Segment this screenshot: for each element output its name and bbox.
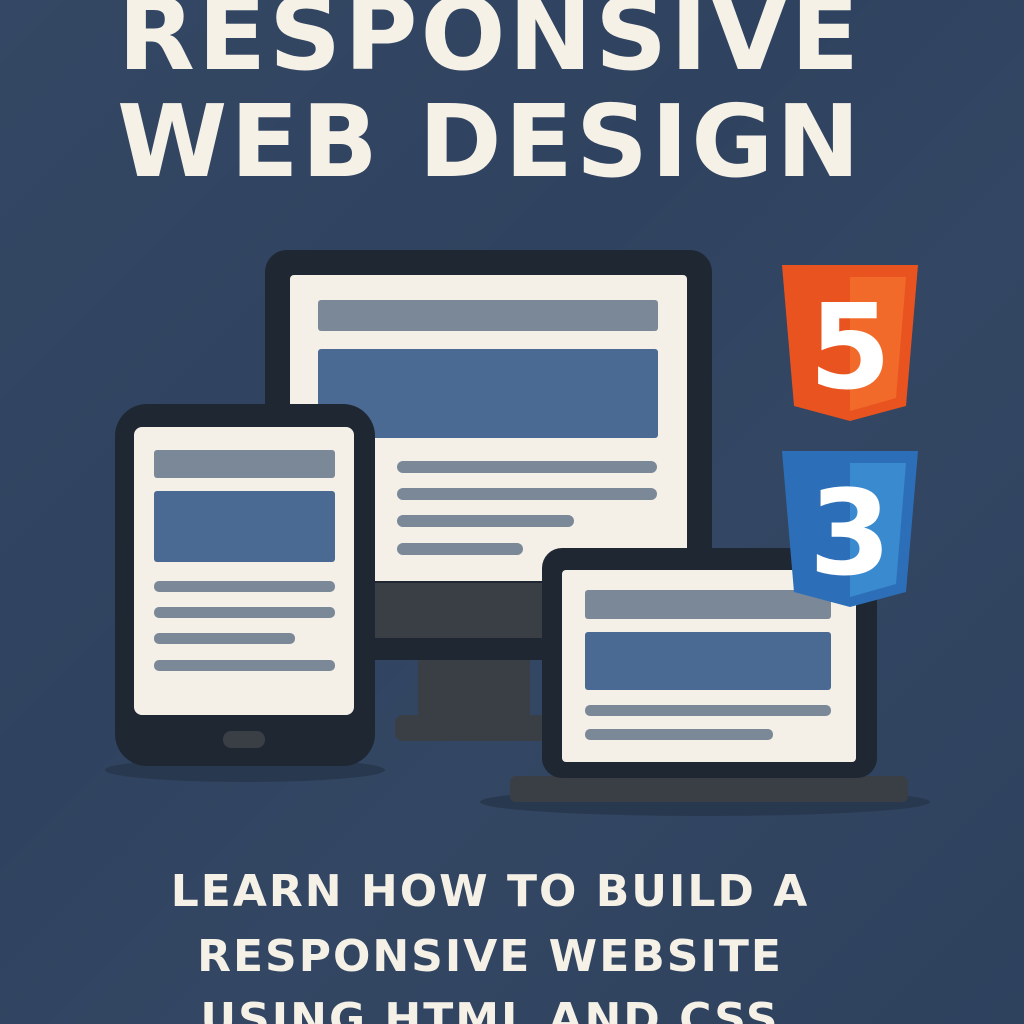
page-title-line-1: RESPONSIVE (117, 0, 863, 93)
tablet-text-line (154, 581, 335, 592)
tablet-text-line (154, 660, 335, 671)
laptop-text-line (585, 729, 773, 740)
monitor-header-bar (318, 300, 658, 331)
laptop-header-bar (585, 590, 831, 619)
tablet-text-line (154, 607, 335, 618)
page-title-line-2: WEB DESIGN (117, 83, 863, 200)
tablet-hero-block (154, 491, 335, 562)
subtitle-line-1: LEARN HOW TO BUILD A (170, 866, 810, 917)
tablet-header-bar (154, 450, 335, 478)
tablet-device (115, 404, 375, 766)
subtitle-line-2: RESPONSIVE WEBSITE (197, 931, 783, 982)
monitor-stand-base (395, 715, 555, 741)
tablet-text-line (154, 633, 295, 644)
css3-logo-icon: 3 (782, 451, 918, 607)
monitor-hero-block (318, 349, 658, 438)
html5-logo-glyph: 5 (809, 278, 891, 416)
desktop-monitor (265, 250, 712, 741)
laptop-text-line (585, 705, 831, 716)
laptop-hero-block (585, 632, 831, 690)
laptop-device (510, 548, 908, 802)
css3-logo-glyph: 3 (809, 464, 891, 602)
monitor-text-line (397, 461, 657, 473)
monitor-text-line (397, 543, 523, 555)
monitor-text-line (397, 515, 574, 527)
laptop-base (510, 776, 908, 802)
monitor-text-line (397, 488, 657, 500)
monitor-stand-neck (418, 660, 530, 720)
tablet-home-button[interactable] (223, 731, 265, 748)
html5-logo-icon: 5 (782, 265, 918, 421)
subtitle-line-3: USING HTML AND CSS (200, 994, 780, 1024)
